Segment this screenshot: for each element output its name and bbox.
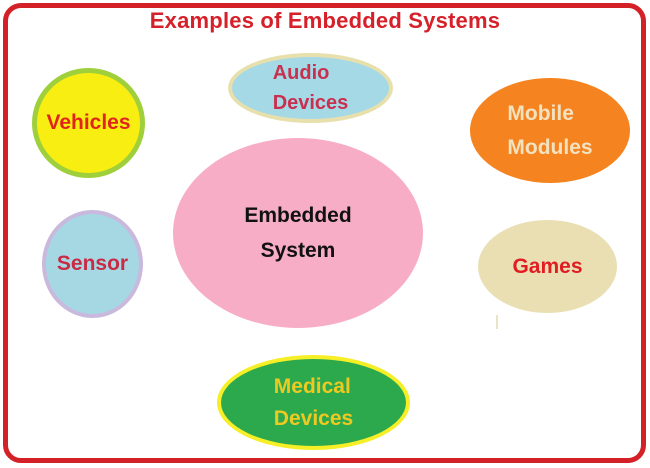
node-games-label: Games — [512, 254, 583, 278]
node-games: Games — [478, 220, 617, 313]
node-medical-devices-line1: Medical — [273, 374, 351, 398]
node-vehicles-label: Vehicles — [46, 111, 131, 134]
node-medical-devices-label: Medical Devices — [274, 371, 353, 435]
node-mobile-modules-label: Mobile Modules — [507, 97, 592, 165]
node-embedded-system-line1: Embedded — [244, 204, 352, 227]
node-mobile-modules-line2: Modules — [507, 135, 593, 159]
node-audio-devices-line2: Devices — [272, 92, 349, 114]
node-audio-devices-line1: Audio — [272, 62, 330, 84]
node-embedded-system-label: Embedded System — [244, 198, 351, 268]
node-embedded-system-line2: System — [260, 239, 336, 262]
diagram-title: Examples of Embedded Systems — [149, 8, 501, 33]
stray-mark-artifact — [496, 315, 498, 329]
node-audio-devices-label: Audio Devices — [273, 58, 349, 118]
node-embedded-system: Embedded System — [173, 138, 423, 328]
node-sensor-label: Sensor — [56, 252, 129, 275]
node-mobile-modules-line1: Mobile — [507, 101, 574, 125]
node-mobile-modules: Mobile Modules — [470, 78, 630, 183]
node-medical-devices-line2: Devices — [273, 406, 354, 430]
node-audio-devices: Audio Devices — [228, 53, 393, 123]
node-medical-devices: Medical Devices — [217, 355, 410, 450]
node-vehicles: Vehicles — [32, 68, 145, 178]
node-sensor: Sensor — [42, 210, 143, 318]
